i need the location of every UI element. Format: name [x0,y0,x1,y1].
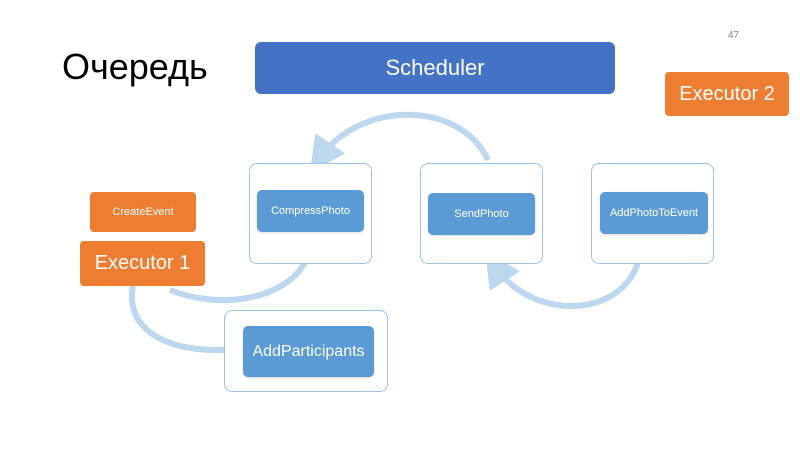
arrow-addphototoevent-to-sendphoto [485,250,641,309]
slide-number: 47 [728,30,740,41]
task-add-photo-to-event: AddPhotoToEvent [600,192,708,234]
arrow-compressphoto-to-executor1 [168,260,308,303]
scheduler-box: Scheduler [255,42,615,94]
executor-2-box: Executor 2 [665,72,789,116]
arrow-sendphoto-to-compressphoto [309,111,491,173]
arrow-executor1-to-addparticipants [128,285,225,354]
executor-2-label: Executor 2 [679,82,775,105]
task-add-photo-to-event-label: AddPhotoToEvent [609,207,699,219]
scheduler-label: Scheduler [385,55,485,80]
executor-1-label: Executor 1 [94,252,191,274]
task-compress-photo-label: CompressPhoto [271,205,350,217]
slide-title: Очередь [62,46,208,87]
task-send-photo: SendPhoto [428,193,535,235]
task-add-participants-label: AddParticipants [252,342,365,360]
task-add-participants: AddParticipants [243,326,374,377]
executor-1-box: Executor 1 [80,241,205,286]
task-compress-photo: CompressPhoto [257,190,364,232]
create-event-label: CreateEvent [112,206,174,218]
task-send-photo-label: SendPhoto [454,208,509,220]
create-event-box: CreateEvent [90,192,196,232]
